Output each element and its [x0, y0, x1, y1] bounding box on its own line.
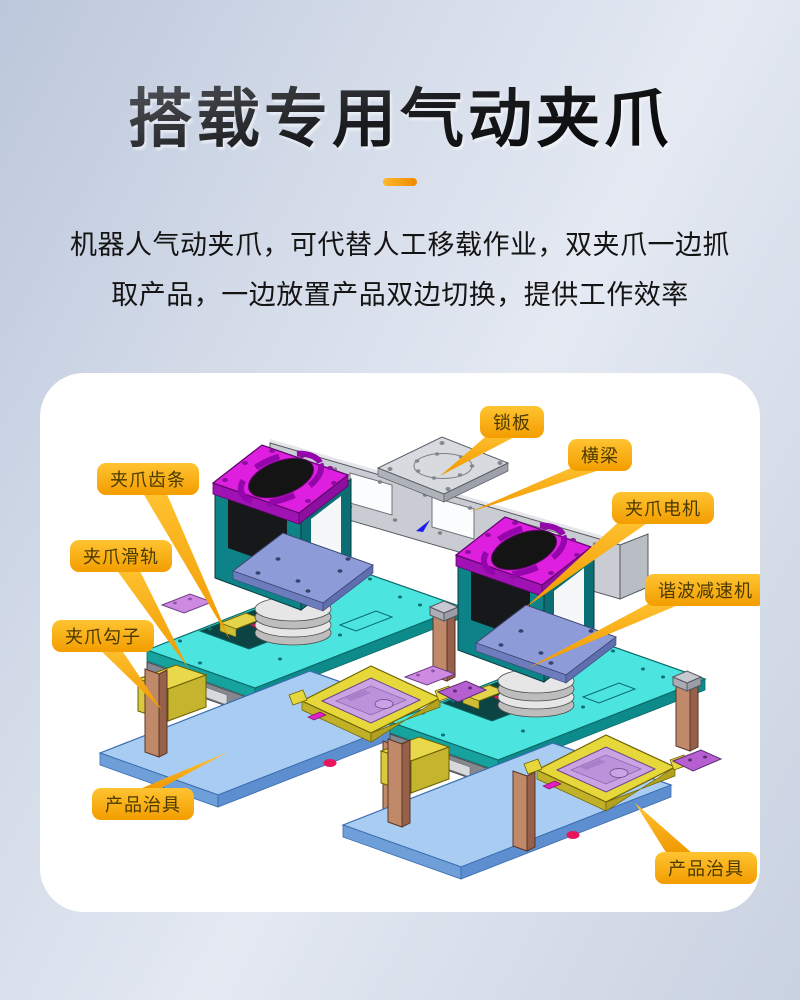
callout-pointer-crossbeam — [470, 464, 606, 512]
callout-label-lock-plate: 锁板 — [480, 406, 544, 438]
page-title: 搭载专用气动夹爪 — [0, 84, 800, 155]
description-line-1: 机器人气动夹爪，可代替人工移载作业，双夹爪一边抓 — [70, 230, 730, 260]
callout-pointer-lock-plate — [440, 431, 518, 476]
right-support-legs — [387, 670, 703, 852]
callout-label-harmonic-reducer: 谐波减速机 — [645, 574, 760, 606]
callout-pointers — [95, 431, 693, 854]
callout-pointer-product-jig-right — [635, 803, 693, 854]
callout-label-gripper-rack: 夹爪齿条 — [97, 463, 199, 495]
callout-pointer-gripper-hook — [95, 645, 162, 710]
machine-illustration — [95, 431, 722, 880]
callout-label-product-jig-right: 产品治具 — [655, 852, 757, 884]
callout-label-gripper-slide-rail: 夹爪滑轨 — [70, 540, 172, 572]
description-line-2: 取产品，一边放置产品双边切换，提供工作效率 — [111, 280, 689, 310]
callout-pointer-gripper-rack — [140, 488, 230, 640]
diagram-card: 锁板 横梁 夹爪电机 谐波减速机 夹爪齿条 夹爪滑轨 夹爪勾子 产品治具 产品治… — [40, 373, 760, 912]
callout-label-gripper-hook: 夹爪勾子 — [52, 620, 154, 652]
title-divider — [383, 178, 417, 186]
callout-label-crossbeam: 横梁 — [568, 439, 632, 471]
callout-pointer-gripper-slide-rail — [113, 565, 188, 668]
page-description: 机器人气动夹爪，可代替人工移载作业，双夹爪一边抓 取产品，一边放置产品双边切换，… — [20, 220, 780, 320]
callout-label-gripper-motor: 夹爪电机 — [612, 492, 714, 524]
callout-pointer-gripper-motor — [525, 517, 650, 608]
callout-pointer-product-jig-left — [135, 752, 228, 791]
callout-label-product-jig-left: 产品治具 — [92, 788, 194, 820]
cad-axis-arrow — [416, 520, 430, 532]
callout-pointer-harmonic-reducer — [528, 599, 683, 668]
